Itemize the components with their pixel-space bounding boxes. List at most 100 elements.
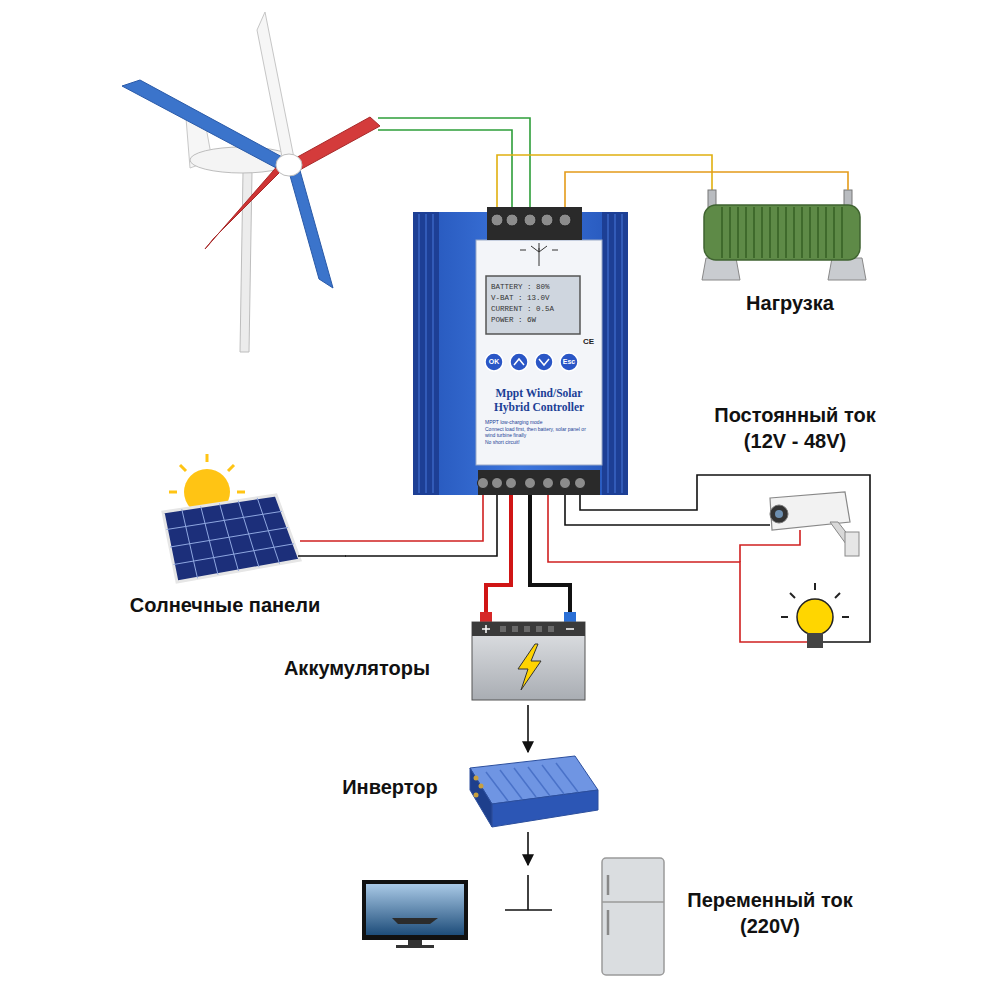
label-slot: No short circuit! <box>485 439 597 445</box>
node-label: Инвертор <box>325 774 455 800</box>
tv-symbol <box>362 880 468 940</box>
resistor-symbol <box>828 258 866 280</box>
battery-symbol <box>485 625 487 633</box>
controller-box: Mppt Wind/Solar Hybrid Controller <box>413 207 628 495</box>
controller-housing <box>514 359 524 365</box>
ac-branch <box>505 875 552 910</box>
wind-turbine <box>122 80 284 170</box>
controller-housing <box>539 246 547 252</box>
battery-symbol <box>536 626 542 632</box>
camera-symbol <box>775 510 783 518</box>
controller-housing <box>531 246 539 252</box>
lcd-reading: POWER : 6W <box>491 315 577 325</box>
resistor-symbol <box>745 207 747 258</box>
controller-housing <box>478 478 489 489</box>
controller-housing <box>485 353 578 371</box>
controller-housing <box>541 214 553 226</box>
battery-wire <box>486 495 511 614</box>
label-slot: V-BAT : 13.0V <box>491 293 577 303</box>
resistor-symbol <box>833 207 835 258</box>
tv-symbol <box>392 918 438 924</box>
dump-load-box: Нагрузка <box>690 190 890 320</box>
resistor-symbol <box>721 207 723 258</box>
inverter-symbol <box>474 776 484 798</box>
solar-panel <box>163 454 300 582</box>
battery-symbol <box>472 622 585 700</box>
solar-panel <box>167 511 283 529</box>
solar-wire <box>298 555 346 557</box>
label-slot: MPPT low-charging mode <box>485 419 597 425</box>
resistor-symbol <box>817 207 819 258</box>
controller-housing <box>487 207 582 240</box>
turbine-wire <box>378 118 530 210</box>
bulb-symbol <box>807 633 823 648</box>
solar-panel <box>206 454 209 462</box>
bulb-symbol <box>835 593 840 598</box>
controller-housing <box>425 214 427 493</box>
resistor-symbol <box>722 207 842 258</box>
battery-symbol <box>524 626 530 632</box>
battery-symbol <box>472 612 585 700</box>
wind-turbine <box>122 12 380 352</box>
solar-panel <box>167 498 295 579</box>
resistor-symbol <box>841 207 843 258</box>
controller-housing <box>418 214 420 493</box>
resistor-symbol <box>809 207 811 258</box>
inverter-symbol <box>556 763 578 792</box>
dc-wire <box>700 524 770 526</box>
controller-housing <box>413 207 628 495</box>
controller-housing <box>539 243 540 252</box>
button-label: Esc <box>560 357 578 367</box>
controller-housing <box>432 214 434 493</box>
resistor-symbol <box>769 207 771 258</box>
turbine-wire <box>378 130 512 210</box>
dc-wire <box>548 475 870 642</box>
inverter-symbol <box>470 768 492 827</box>
controller-housing <box>491 214 571 226</box>
solar-panel <box>163 495 300 582</box>
tv-symbol <box>366 884 464 935</box>
wind-turbine <box>292 117 380 172</box>
battery-symbol <box>564 612 576 623</box>
controller-housing <box>506 478 517 489</box>
bulb-symbol <box>814 583 816 590</box>
load-wire <box>497 155 712 210</box>
controller-housing <box>559 214 571 226</box>
node-label: Нагрузка <box>690 290 890 316</box>
resistor-symbol <box>704 205 860 260</box>
controller-housing <box>478 470 600 495</box>
solar-panel <box>170 528 288 548</box>
inverter-symbol <box>492 790 598 827</box>
controller-housing <box>524 214 536 226</box>
resistor-symbol <box>785 207 787 258</box>
controller-housing <box>478 478 586 489</box>
controller-housing <box>621 214 623 493</box>
node-label: Аккумуляторы <box>262 655 452 681</box>
controller-housing <box>525 478 536 489</box>
turbine-wire <box>378 118 530 210</box>
battery-symbol <box>472 622 585 636</box>
label-slot: CURRENT : 0.5A <box>491 304 577 314</box>
wire-connector <box>565 495 700 525</box>
inverter-symbol <box>479 784 484 789</box>
wind-turbine <box>205 163 282 249</box>
resistor-symbol <box>801 207 803 258</box>
controller-housing <box>602 212 628 495</box>
lcd-reading: BATTERY : 80% <box>491 282 577 292</box>
controller-housing <box>510 353 528 371</box>
camera-symbol <box>770 505 788 523</box>
solar-panel <box>228 465 234 471</box>
controller-housing <box>491 214 503 226</box>
resistor-symbol <box>729 207 731 258</box>
label-slot: CE <box>583 337 601 347</box>
wind-turbine <box>289 167 333 288</box>
bulb-symbol <box>781 616 788 618</box>
node-label: Солнечные панели <box>105 592 345 618</box>
bulb-symbol <box>781 583 849 648</box>
label-slot: BATTERY : 80% <box>491 282 577 292</box>
ac-branch <box>527 875 529 910</box>
wire-connector <box>527 705 529 752</box>
